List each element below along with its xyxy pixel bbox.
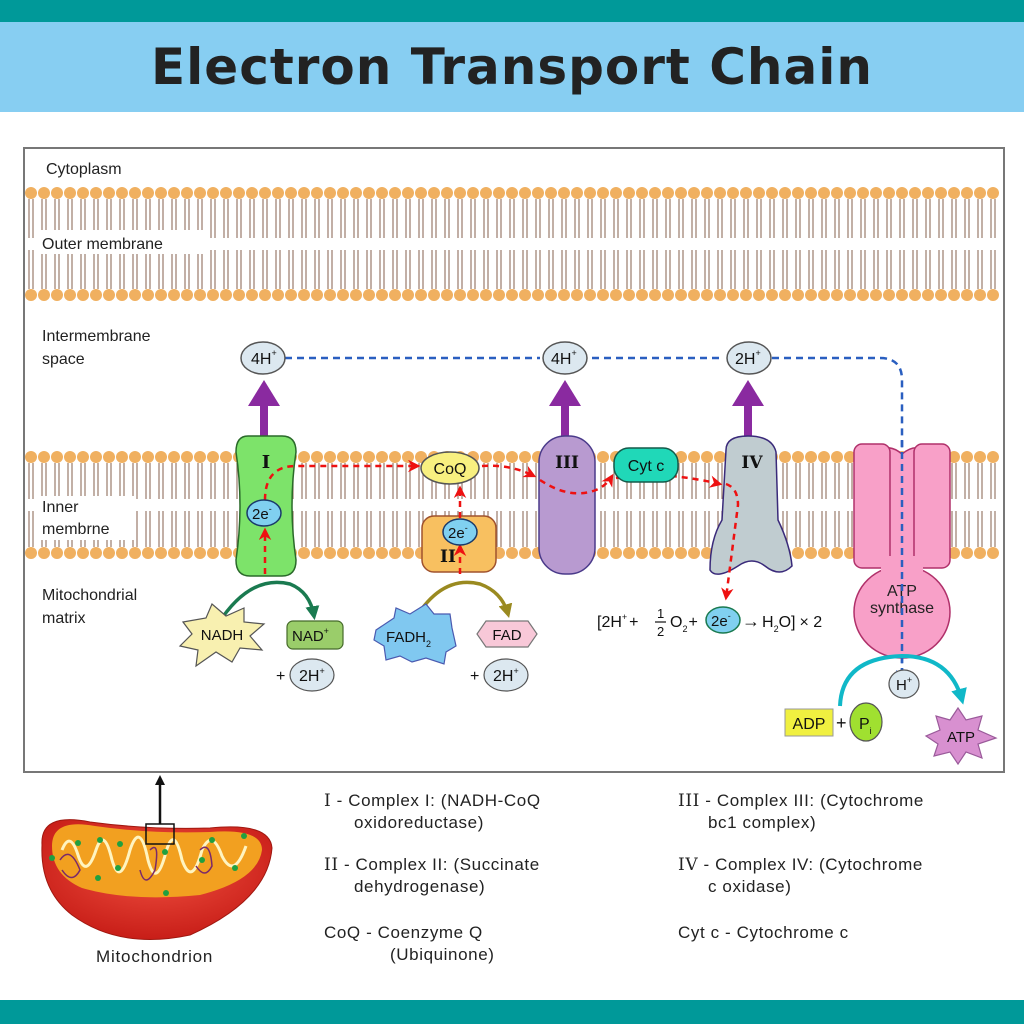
label-matrix-2: matrix: [42, 610, 86, 627]
fadh2-oxidation-arrow: [410, 580, 513, 625]
cytc-label: Cyt c: [628, 458, 664, 475]
bottom-bar: [0, 1000, 1024, 1024]
svg-text:1: 1: [657, 606, 664, 621]
electron-path-CoQ-to-III: [481, 464, 537, 478]
legend-item-II: II - Complex II: (Succinate: [324, 855, 540, 875]
proton-badge-III: 4H+: [542, 341, 588, 375]
electron-path-IV-to-oxygen: [721, 482, 740, 601]
outer-membrane: [25, 187, 999, 301]
atp-synthesis-arrow: [838, 653, 967, 707]
label-intermembrane-1: Intermembrane: [42, 328, 151, 345]
proton-badge-I: 4H+: [240, 341, 286, 375]
coq-label: CoQ: [434, 461, 467, 478]
legend-item-coq: CoQ - Coenzyme Q: [324, 923, 483, 942]
legend-item-IV: IV - Complex IV: (Cytochrome: [678, 855, 923, 875]
atp-synthase[interactable]: ATP synthase: [853, 440, 951, 676]
title-bar: Electron Transport Chain: [0, 22, 1024, 112]
complex-III-label: III: [555, 453, 579, 473]
svg-text:FADH2: FADH2: [386, 629, 431, 649]
label-bg: [38, 496, 136, 540]
electron-badge-I: 2e-: [246, 499, 282, 527]
svg-text:2: 2: [657, 624, 664, 639]
svg-text:+: +: [470, 668, 479, 685]
complex-IV[interactable]: IV: [709, 435, 793, 575]
svg-text:+: +: [276, 668, 285, 685]
complex-IV-label: IV: [741, 453, 763, 473]
label-inner-membrane-1: Inner: [42, 499, 79, 516]
svg-text:→: →: [742, 611, 760, 631]
svg-text:H2O]× 2: H2O]× 2: [762, 614, 822, 634]
coenzyme-q[interactable]: CoQ: [420, 451, 480, 485]
phosphate-molecule: Pi: [849, 702, 883, 742]
cytochrome-c[interactable]: Cyt c: [613, 447, 679, 483]
label-matrix-1: Mitochondrial: [42, 587, 137, 604]
proton-through-synthase: H+: [888, 669, 920, 699]
svg-text:4H+: 4H+: [551, 348, 577, 368]
svg-text:Pi: Pi: [859, 716, 872, 736]
top-bar: [0, 0, 1024, 22]
page-title: Electron Transport Chain: [151, 38, 873, 96]
svg-text:O2+: O2+: [670, 614, 698, 634]
complex-I-label: I: [262, 452, 270, 473]
fadh2-proton-product: + 2H+: [470, 658, 529, 692]
complex-III[interactable]: III: [538, 435, 596, 575]
svg-text:2H+: 2H+: [493, 666, 519, 685]
legend-item-I: I - Complex I: (NADH-CoQ: [324, 791, 541, 811]
nad-plus-molecule: NAD+: [286, 620, 344, 650]
svg-text:2H+: 2H+: [299, 666, 325, 685]
mitochondrion-illustration: [41, 819, 273, 940]
svg-text:2e-: 2e-: [252, 504, 272, 523]
nadh-proton-product: + 2H+: [276, 658, 335, 692]
svg-text:2e-: 2e-: [448, 523, 468, 542]
label-inner-membrane-2: membrne: [42, 521, 110, 538]
svg-text:NAD+: NAD+: [292, 626, 329, 645]
fadh2-molecule: FADH2: [373, 603, 457, 665]
proton-badge-IV: 2H+: [726, 341, 772, 375]
electron-badge-II: 2e-: [442, 518, 478, 546]
atp-synthase-label-1: ATP: [887, 583, 917, 600]
proton-flow-path: [285, 356, 902, 680]
electron-path-III-to-cytc: [539, 473, 614, 495]
legend-item-III: III - Complex III: (Cytochrome: [678, 791, 924, 811]
nadh-oxidation-arrow: [216, 580, 320, 625]
svg-text:2e-: 2e-: [711, 611, 731, 630]
svg-text:FAD: FAD: [492, 627, 521, 644]
mitochondrion-label: Mitochondrion: [96, 947, 214, 966]
label-intermembrane-2: space: [42, 351, 85, 368]
proton-pump-arrow-IV: [732, 380, 764, 440]
svg-text:[2H++: [2H++: [597, 612, 639, 631]
adp-molecule: ADP: [784, 708, 834, 737]
svg-text:4H+: 4H+: [251, 348, 277, 368]
label-outer-membrane: Outer membrane: [42, 236, 163, 253]
complex-II-label: II: [440, 547, 456, 567]
legend-left: I - Complex I: (NADH-CoQ oxidoreductase)…: [324, 791, 541, 964]
svg-text:ADP: ADP: [793, 716, 826, 733]
legend-right: III - Complex III: (Cytochrome bc1 compl…: [678, 791, 924, 942]
svg-text:NADH: NADH: [201, 627, 244, 644]
svg-text:H+: H+: [896, 675, 912, 694]
atp-molecule: ATP: [924, 706, 998, 766]
proton-pump-arrow-I: [248, 380, 280, 440]
proton-pump-arrow-III: [549, 380, 581, 440]
nadh-molecule: NADH: [178, 603, 266, 668]
adp-plus-sign: +: [836, 713, 847, 733]
water-formation-equation: [2H++ 1 2 O2+ 2e- → H2O]× 2: [597, 606, 822, 639]
svg-text:2H+: 2H+: [735, 348, 761, 368]
svg-text:ATP: ATP: [947, 729, 975, 746]
label-bg: [38, 230, 208, 254]
label-cytoplasm: Cytoplasm: [46, 161, 122, 178]
legend-item-cytc: Cyt c - Cytochrome c: [678, 923, 849, 942]
fad-molecule: FAD: [476, 620, 538, 648]
